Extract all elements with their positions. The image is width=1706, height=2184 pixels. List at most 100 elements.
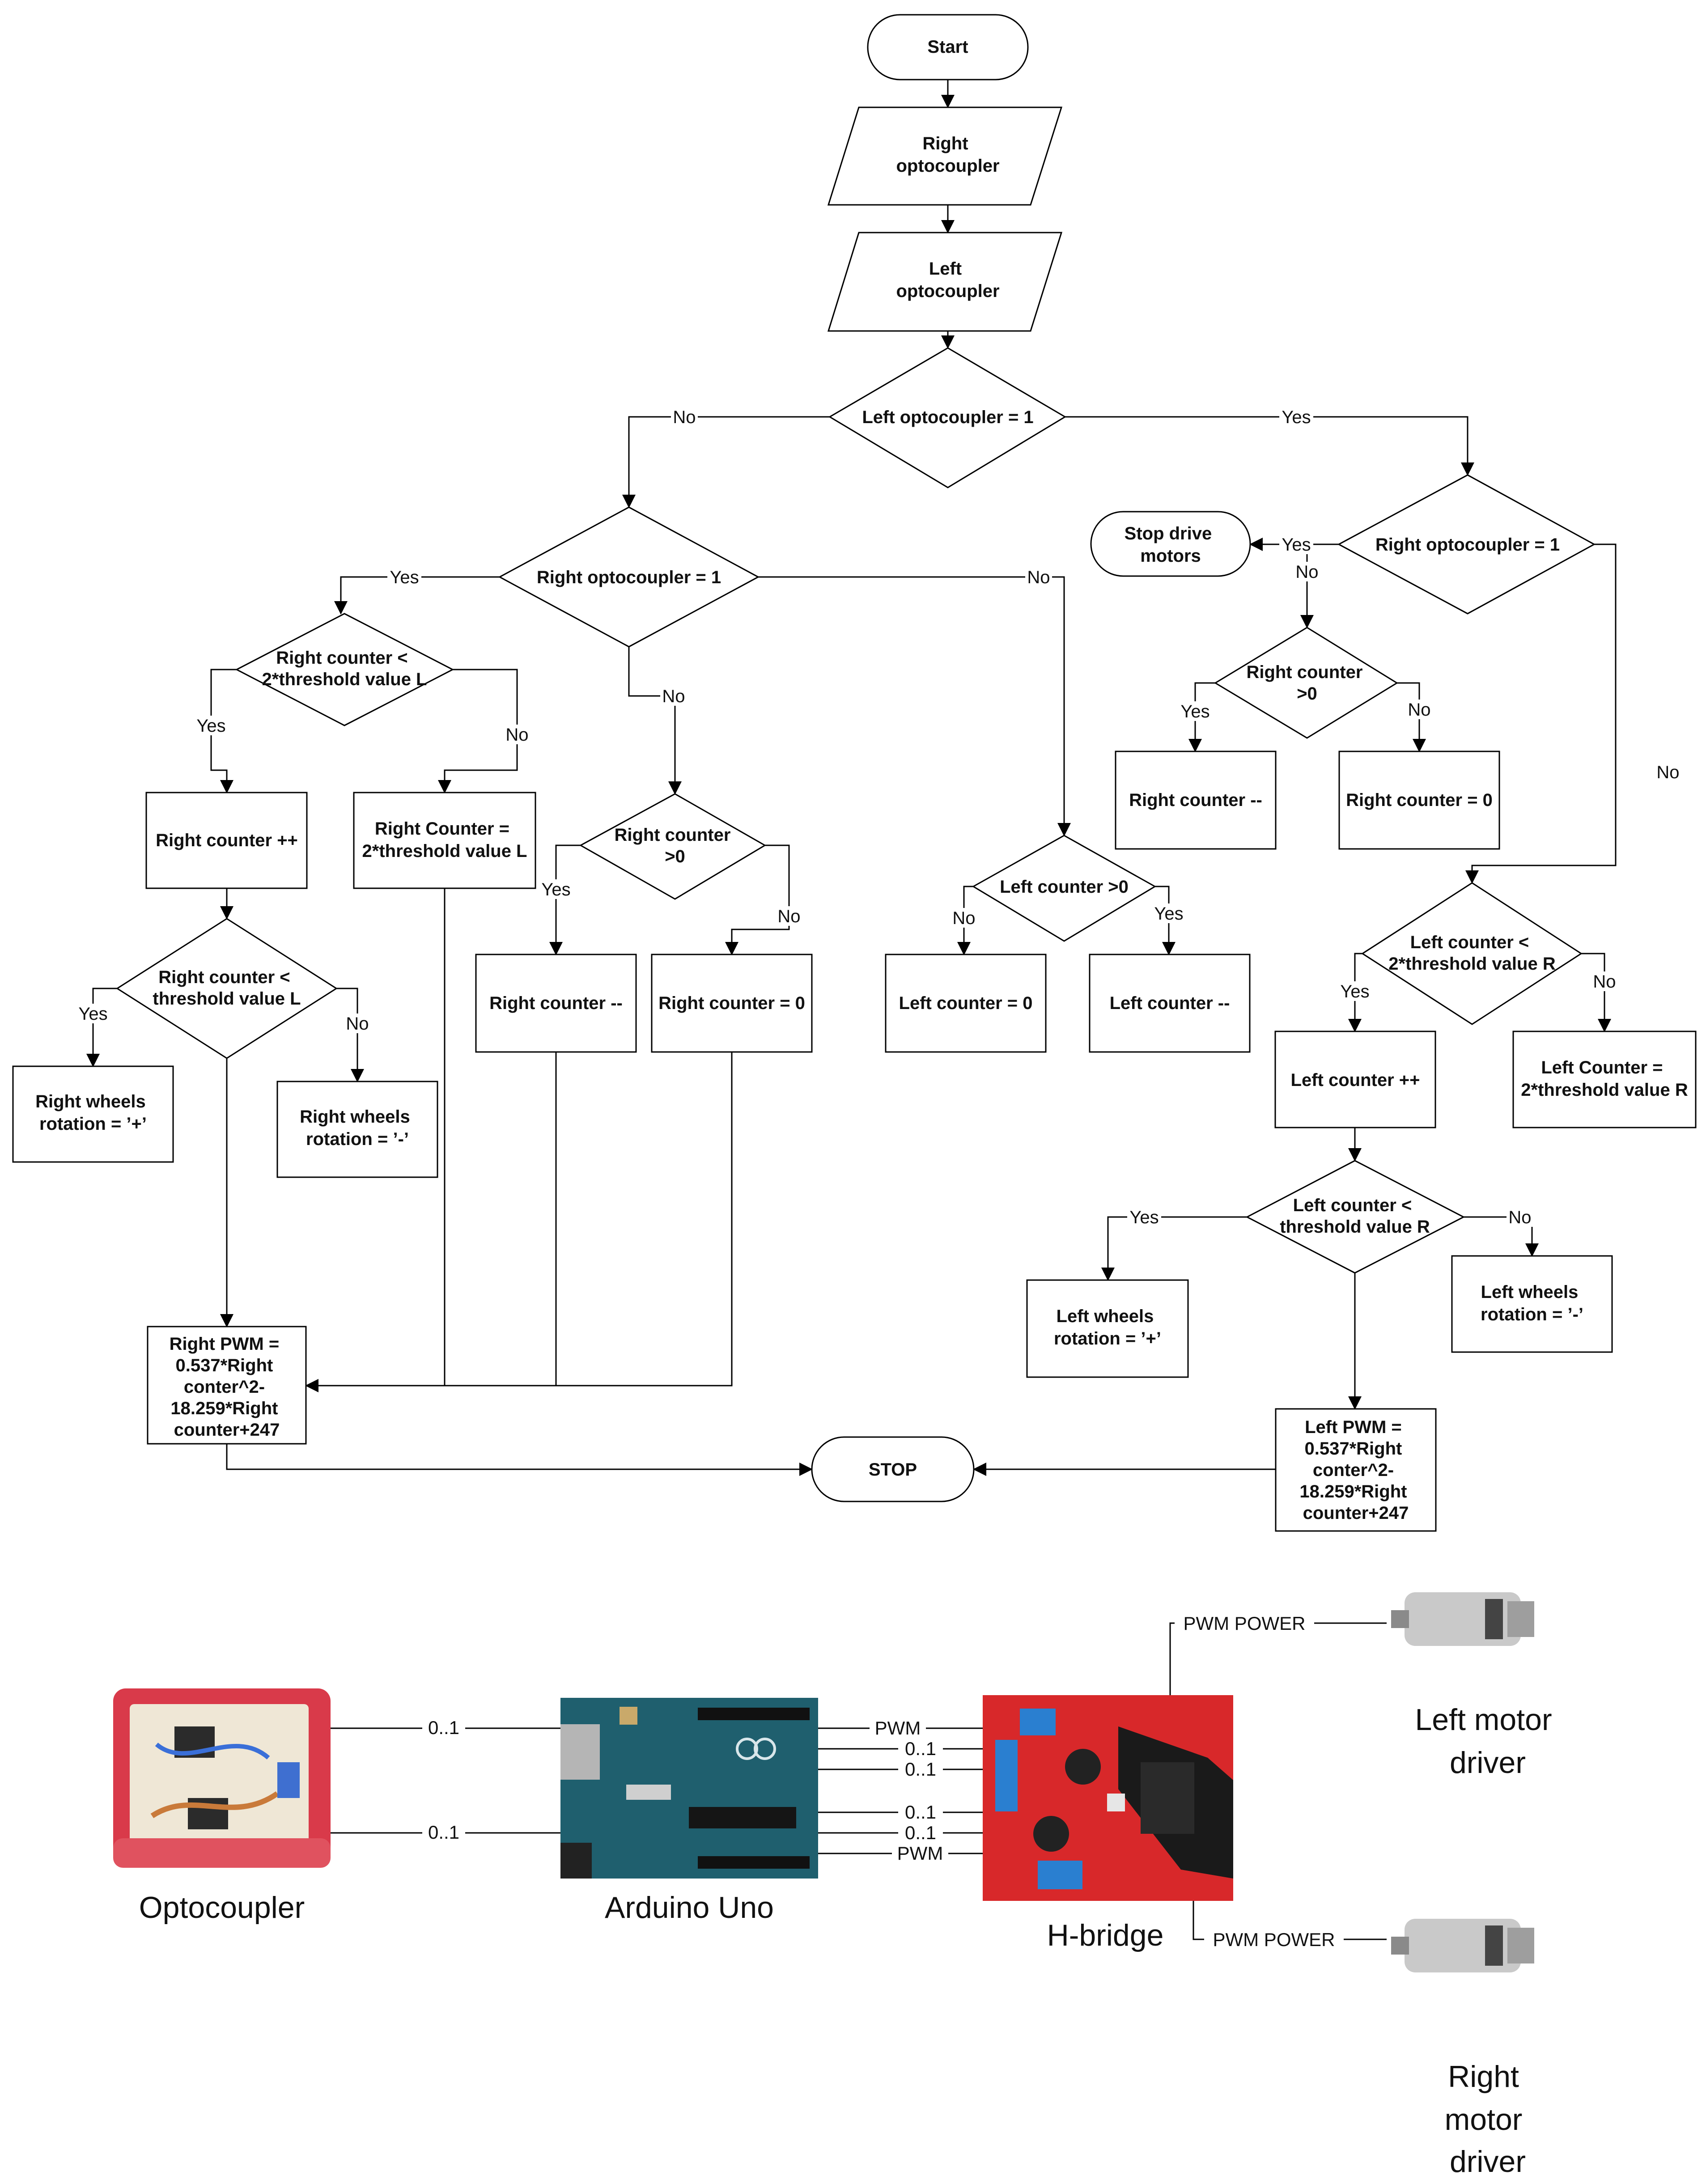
label-yes: Yes [1282, 535, 1311, 555]
label-no: No [673, 407, 696, 427]
decision-left-counter-lt-threshold-r: Left counter < threshold value R [1245, 1160, 1465, 1274]
signal-label-01: 0..1 [905, 1802, 936, 1823]
label-no: No [1408, 700, 1430, 720]
edge-rcgt0right-no [1397, 682, 1426, 752]
decision-line-2: >0 [665, 847, 685, 866]
decision-line-2: >0 [1297, 684, 1317, 704]
wire-power-left-motor [1169, 1622, 1387, 1695]
edge-ro-left-yes [334, 576, 500, 615]
pwm-line-5: counter+247 [1303, 1503, 1409, 1523]
label-yes: Yes [196, 716, 225, 736]
pwm-line-5: counter+247 [174, 1420, 280, 1440]
right-optocoupler-input: Right optocoupler [827, 106, 1063, 206]
svg-text:Right wheels rotation: Right wheels rotation = ’-’ [300, 1107, 415, 1149]
label-yes: Yes [1282, 407, 1311, 427]
box-line-1: Right Counter = [375, 819, 509, 839]
box-left-counter-set-2threshold-r: Left Counter = 2*threshold value R [1512, 1031, 1697, 1128]
decision-right-counter-lt-threshold-l: Right counter < threshold value L [116, 918, 338, 1059]
edge-ro-right-no-far [1465, 543, 1617, 884]
label-yes: Yes [78, 1004, 107, 1024]
svg-text:Left Counter = 2*thres: Left Counter = 2*threshold value R [1521, 1058, 1688, 1100]
decision-line-1: Right counter [614, 825, 730, 845]
hardware-diagram: 0..1 0..1 PWM 0..1 0..1 0..1 0..1 PWM PW… [113, 1592, 1552, 2179]
edge-rcl-yes [86, 988, 117, 1067]
pwm-line-1: Left PWM = [1305, 1417, 1402, 1437]
connectors [86, 80, 1617, 1476]
start-label: Start [927, 37, 968, 57]
box-left-counter-zero: Left counter = 0 [885, 954, 1047, 1053]
decision-left-opto-label: Left optocoupler = 1 [862, 407, 1033, 427]
decision-line-2: 2*threshold value L [262, 670, 427, 689]
left-opto-line-2: optocoupler [896, 281, 999, 301]
signal-label-01: 0..1 [905, 1759, 936, 1780]
decision-line-2: 2*threshold value R [1388, 954, 1556, 974]
decision-label: Left counter >0 [1000, 877, 1129, 897]
left-motor-image [1391, 1592, 1534, 1646]
decision-line-2: threshold value R [1280, 1217, 1430, 1237]
label-yes: Yes [1129, 1208, 1159, 1227]
label-no: No [1508, 1208, 1531, 1227]
svg-text:Stop drive motors: Stop drive motors [1125, 524, 1217, 566]
box-right-counter-increment: Right counter ++ [145, 792, 308, 889]
signal-label-pwm-power: PWM POWER [1213, 1929, 1335, 1950]
label-no: No [952, 908, 975, 928]
edge-lcgt0-no [957, 886, 973, 955]
edge-lcgt0-yes [1155, 886, 1176, 955]
arduino-caption: Arduino Uno [605, 1891, 774, 1925]
label-no: No [1027, 568, 1050, 587]
box-label: Left counter -- [1110, 993, 1230, 1013]
box-label: Right counter = 0 [1346, 790, 1493, 810]
label-no: No [505, 725, 528, 745]
pwm-line-2: 0.537*Right [176, 1356, 273, 1375]
decision-right-opto-label: Right optocoupler = 1 [1375, 535, 1560, 555]
box-line-2: 2*threshold value L [362, 841, 527, 861]
stop-drive-motors-terminal: Stop drive motors [1090, 511, 1251, 577]
edge-ro-left-no-right [758, 576, 1071, 836]
stop-label: STOP [869, 1460, 917, 1480]
edge-left-opto-no [622, 416, 830, 508]
edge-lc2r-yes [1348, 953, 1362, 1032]
nodes: Start Right optocoupler Left optocoupler… [12, 14, 1697, 1532]
pwm-line-3: conter^2- [184, 1377, 265, 1397]
box-line-2: rotation = ’+’ [1054, 1329, 1161, 1349]
svg-text:Left wheels rotation =: Left wheels rotation = ’-’ [1481, 1282, 1583, 1324]
box-line-2: rotation = ’+’ [39, 1114, 147, 1134]
edge-ro-left-no-mid [628, 647, 682, 795]
box-label: Right counter = 0 [658, 993, 805, 1013]
svg-text:Left counter < 2*thres: Left counter < 2*threshold value R [1388, 933, 1556, 974]
box-label: Left counter ++ [1291, 1070, 1420, 1090]
left-motor-line-1: Left motor [1415, 1703, 1552, 1737]
svg-text:Right counter >0: Right counter >0 [1246, 662, 1367, 704]
edge-rcgt0right-yes [1188, 682, 1215, 752]
box-right-counter-decrement-mid: Right counter -- [475, 954, 637, 1053]
decision-right-counter-lt-2threshold-l: Right counter < 2*threshold value L [235, 613, 454, 726]
decision-line-2: threshold value L [153, 989, 301, 1009]
edge-lc2r-no [1581, 953, 1611, 1032]
box-label: Left counter = 0 [899, 993, 1033, 1013]
optocoupler-caption: Optocoupler [139, 1891, 305, 1925]
box-line-1: Left wheels [1481, 1282, 1579, 1302]
svg-text:Left optocoupler: Left optocoupler [896, 259, 999, 301]
right-opto-line-1: Right [922, 134, 968, 153]
box-line-1: Left wheels [1057, 1306, 1154, 1326]
box-left-pwm: Left PWM = 0.537*Right conter^2- 18.259*… [1275, 1408, 1437, 1532]
decision-left-optocoupler: Left optocoupler = 1 [828, 347, 1066, 488]
box-line-2: 2*threshold value R [1521, 1080, 1688, 1100]
edge-rc2l-yes [210, 669, 237, 793]
right-opto-line-2: optocoupler [896, 156, 999, 176]
decision-left-counter-gt0: Left counter >0 [972, 835, 1156, 942]
svg-text:Right wheels rotation: Right wheels rotation = ’+’ [35, 1092, 151, 1134]
svg-text:Right optocoupler: Right optocoupler [896, 134, 999, 176]
svg-text:Right counter >0: Right counter >0 [614, 825, 735, 866]
box-line-1: Right wheels [35, 1092, 146, 1111]
label-no: No [777, 907, 800, 926]
decision-left-counter-lt-2threshold-r: Left counter < 2*threshold value R [1361, 882, 1583, 1025]
label-yes: Yes [1154, 904, 1183, 924]
h-bridge-caption: H-bridge [1047, 1918, 1164, 1952]
decision-line-1: Right counter < [276, 648, 407, 668]
box-label: Right counter -- [489, 993, 623, 1013]
right-motor-line-1: Right [1448, 2060, 1519, 2094]
label-no: No [346, 1014, 369, 1034]
svg-text:Right counter < thresh: Right counter < threshold value L [153, 967, 301, 1009]
